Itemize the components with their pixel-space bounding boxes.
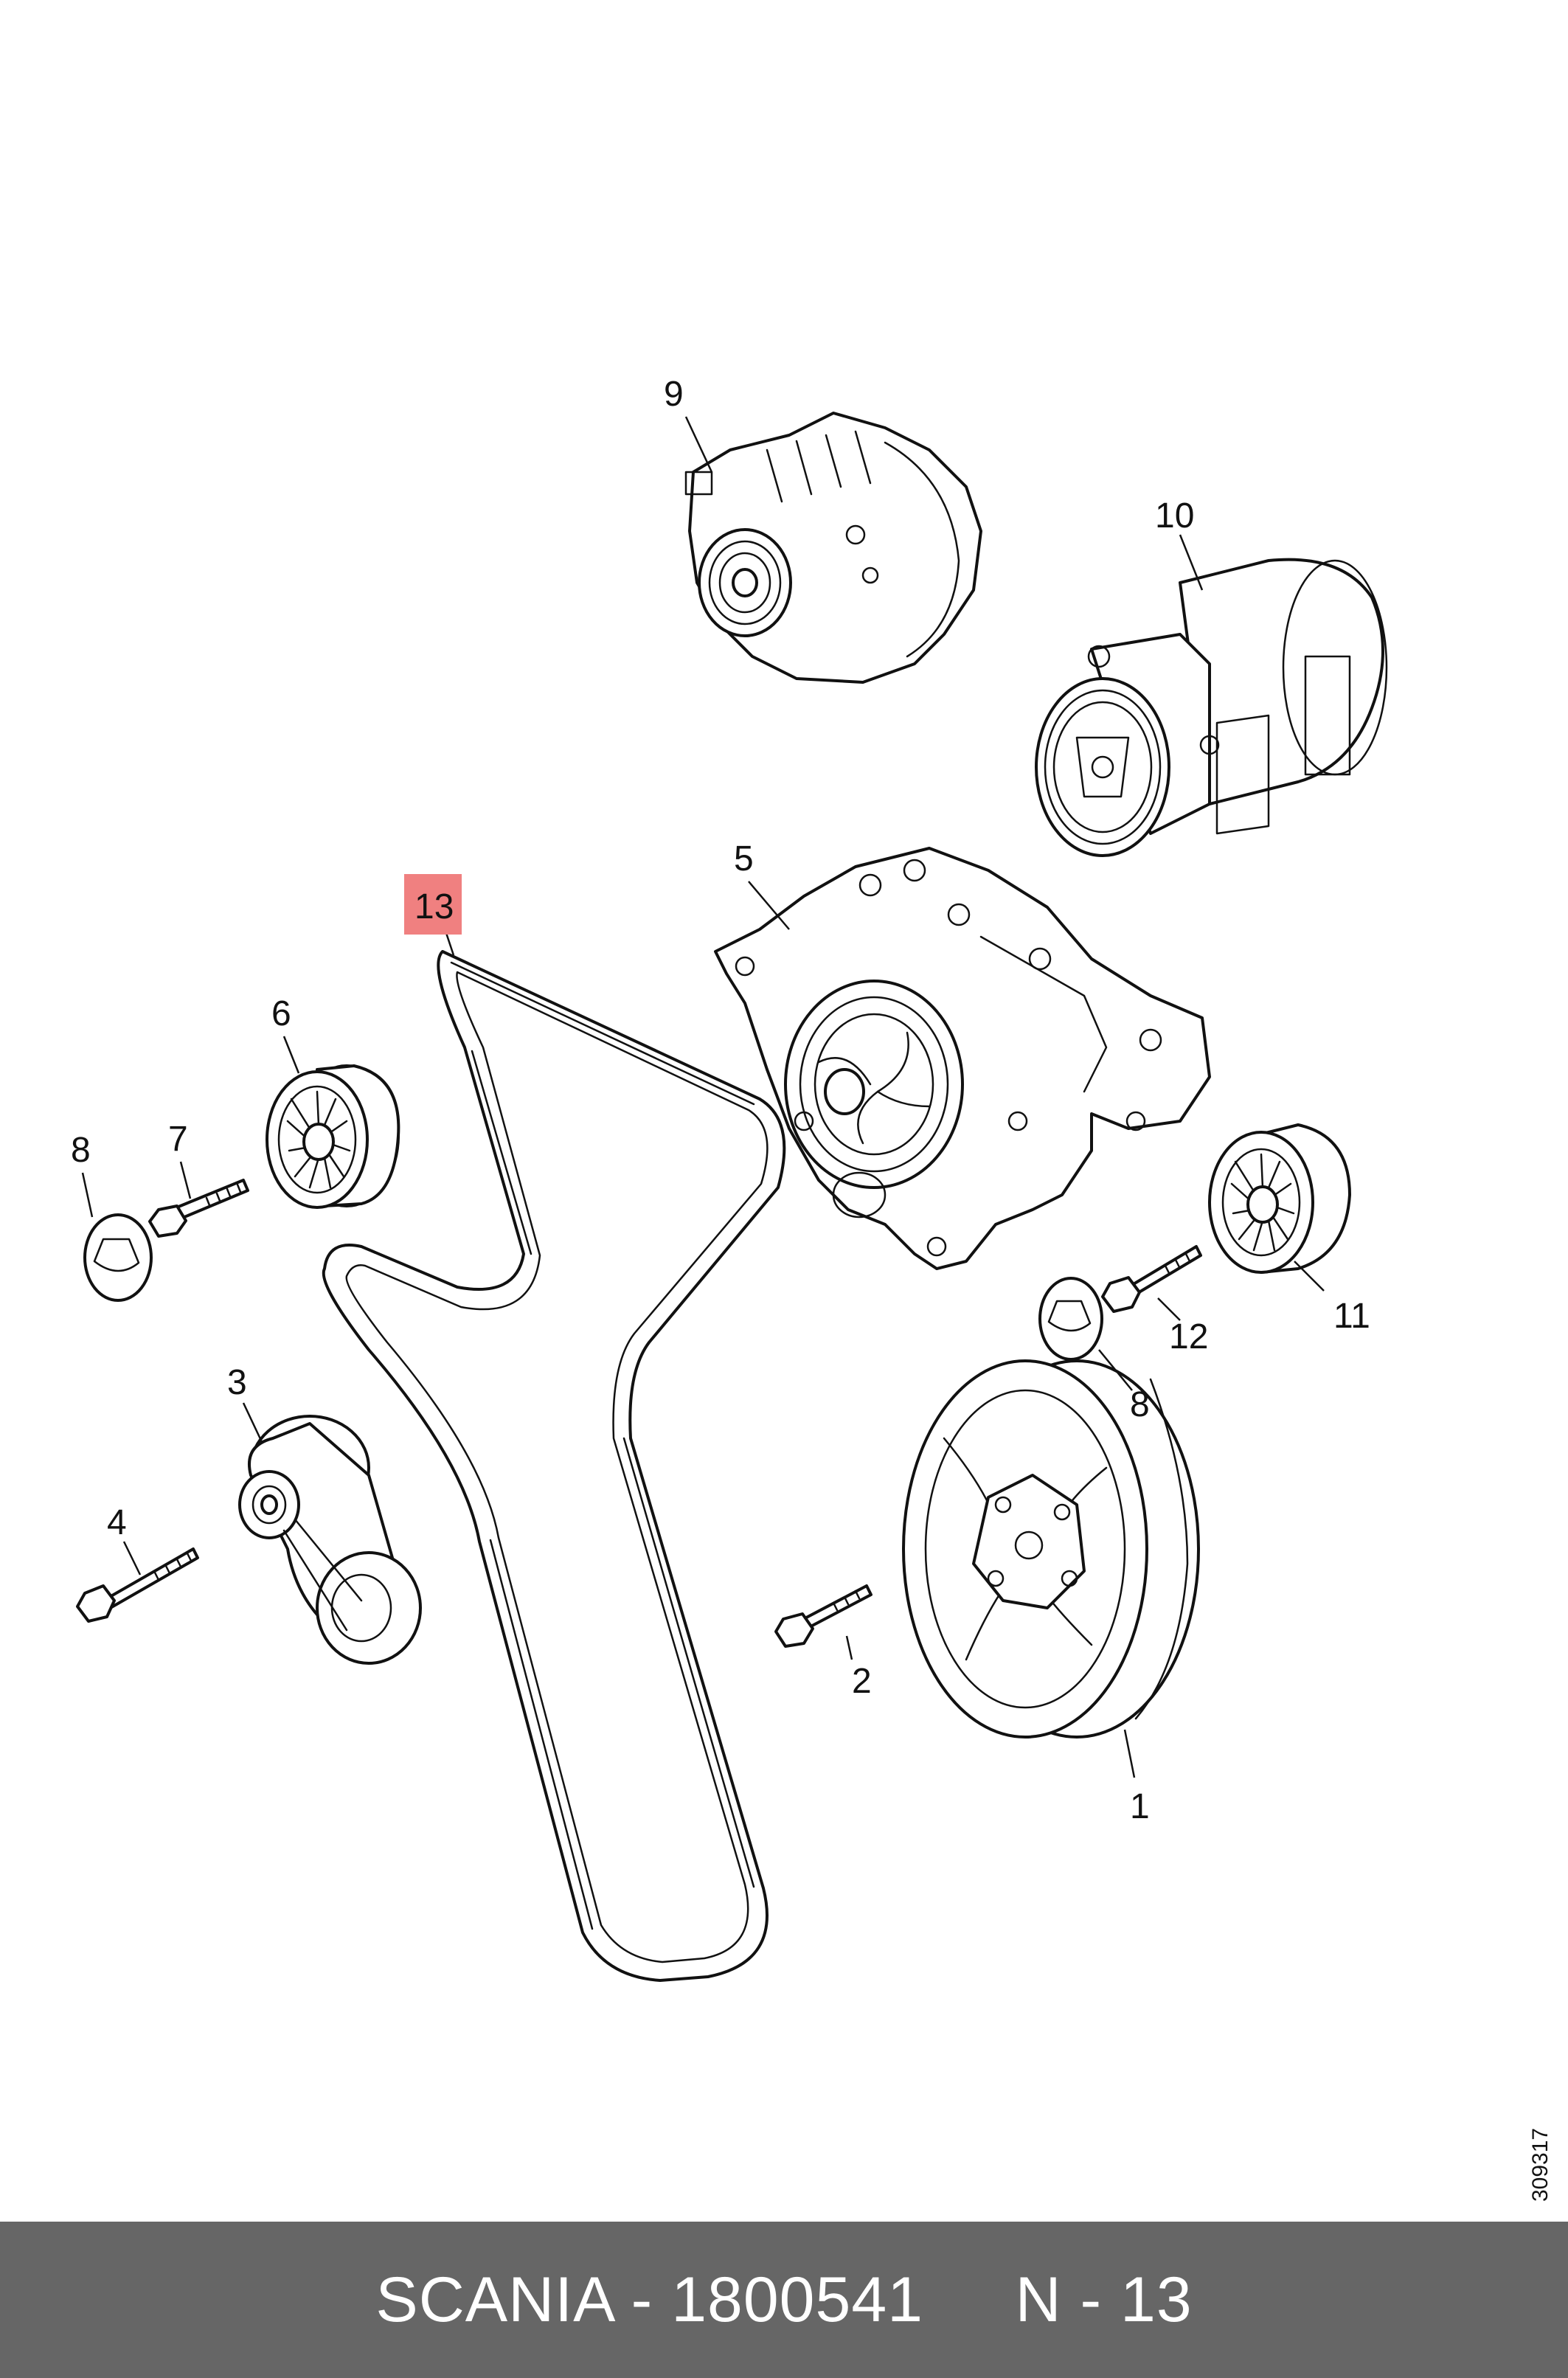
callout-5: 5 [734,839,754,878]
belt-tensioner [238,1415,422,1665]
idler-pulley-right [1208,1123,1351,1274]
callout-1: 1 [1130,1787,1150,1826]
callout-13-highlight [404,874,462,935]
bolt-4 [76,1547,199,1623]
callout-8-right: 8 [1130,1385,1150,1424]
footer-title: SCANIA - 1800541 N - 13 [375,2264,1193,2335]
callout-3: 3 [227,1363,247,1402]
callout-7: 7 [168,1120,188,1159]
water-pump [714,847,1211,1270]
callout-11: 11 [1333,1297,1370,1336]
alternator [684,412,982,684]
ac-compressor [1035,558,1388,857]
bolt-2 [774,1584,873,1648]
callout-10: 10 [1155,496,1194,535]
parts-diagram: 9 10 5 13 6 7 8 3 4 1 2 11 12 8 309317 [71,375,1553,2202]
drawing-number: 309317 [1528,2128,1553,2202]
footer-bar: SCANIA - 1800541 N - 13 [0,2222,1568,2378]
callout-4: 4 [107,1503,127,1542]
idler-pulley-left [266,1064,400,1209]
callout-9: 9 [664,375,684,414]
callout-8-left: 8 [71,1131,91,1170]
callout-12: 12 [1169,1317,1208,1356]
bolt-12 [1101,1245,1202,1313]
bolt-7 [148,1179,249,1238]
cap-8-left [83,1213,153,1302]
callout-13: 13 [414,887,454,926]
callout-2: 2 [852,1662,872,1701]
drive-belt [322,950,786,1982]
callout-6: 6 [271,994,291,1033]
crankshaft-pulley [902,1359,1200,1739]
callouts: 9 10 5 13 6 7 8 3 4 1 2 11 12 8 [71,375,1370,1826]
leader-lines [81,416,1325,1778]
cap-8-right [1038,1277,1103,1361]
